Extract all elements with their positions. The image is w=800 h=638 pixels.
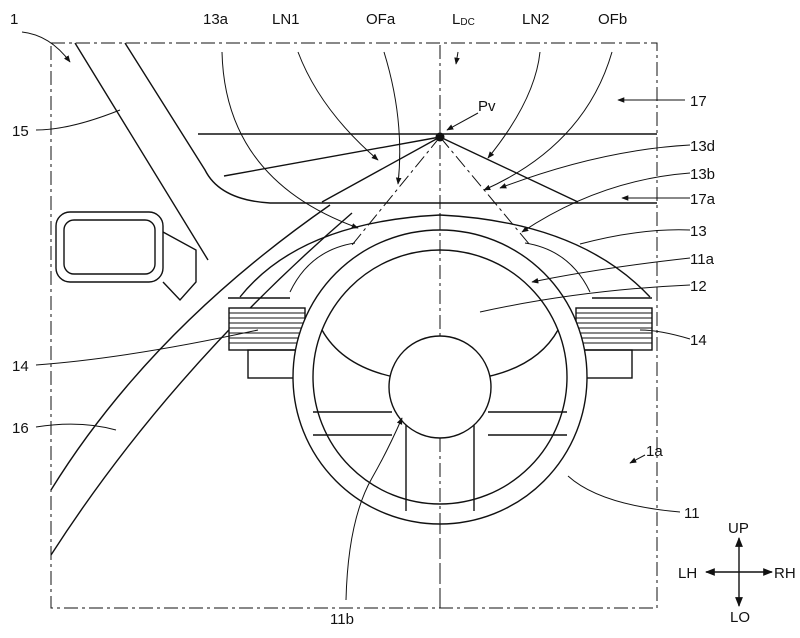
meter-panel-left — [228, 307, 306, 351]
direction-right: RH — [774, 565, 796, 582]
label-ln1: LN1 — [272, 11, 300, 28]
label-1: 1 — [10, 11, 18, 28]
label-ofa: OFa — [366, 11, 396, 28]
a-pillar — [74, 42, 657, 261]
direction-left: LH — [678, 565, 697, 582]
door-pillar — [50, 204, 353, 556]
label-13a: 13a — [203, 11, 229, 28]
label-13b: 13b — [690, 166, 715, 183]
leader-lines — [21, 31, 691, 601]
direction-indicator: UP LO LH RH — [678, 520, 796, 626]
label-17a: 17a — [690, 191, 716, 208]
label-13: 13 — [690, 223, 707, 240]
view-frame — [50, 42, 658, 609]
label-1a: 1a — [646, 443, 663, 460]
label-11: 11 — [684, 505, 700, 522]
label-ldc: LDC — [452, 11, 475, 28]
label-11b: 11b — [330, 611, 354, 628]
label-17: 17 — [690, 93, 707, 110]
direction-up: UP — [728, 520, 749, 537]
side-mirror — [55, 211, 197, 302]
steering-wheel — [292, 229, 588, 525]
label-pv: Pv — [478, 98, 496, 115]
meter-panel-right — [575, 307, 653, 351]
label-13d: 13d — [690, 138, 715, 155]
label-14-right: 14 — [690, 332, 707, 349]
label-14-left: 14 — [12, 358, 29, 375]
label-11a: 11a — [690, 251, 715, 268]
viewpoint-pv — [435, 132, 445, 142]
label-16: 16 — [12, 420, 29, 437]
label-ln2: LN2 — [522, 11, 550, 28]
direction-down: LO — [730, 609, 750, 626]
label-ofb: OFb — [598, 11, 627, 28]
label-15: 15 — [12, 123, 29, 140]
label-12: 12 — [690, 278, 707, 295]
sight-lines — [223, 136, 579, 246]
